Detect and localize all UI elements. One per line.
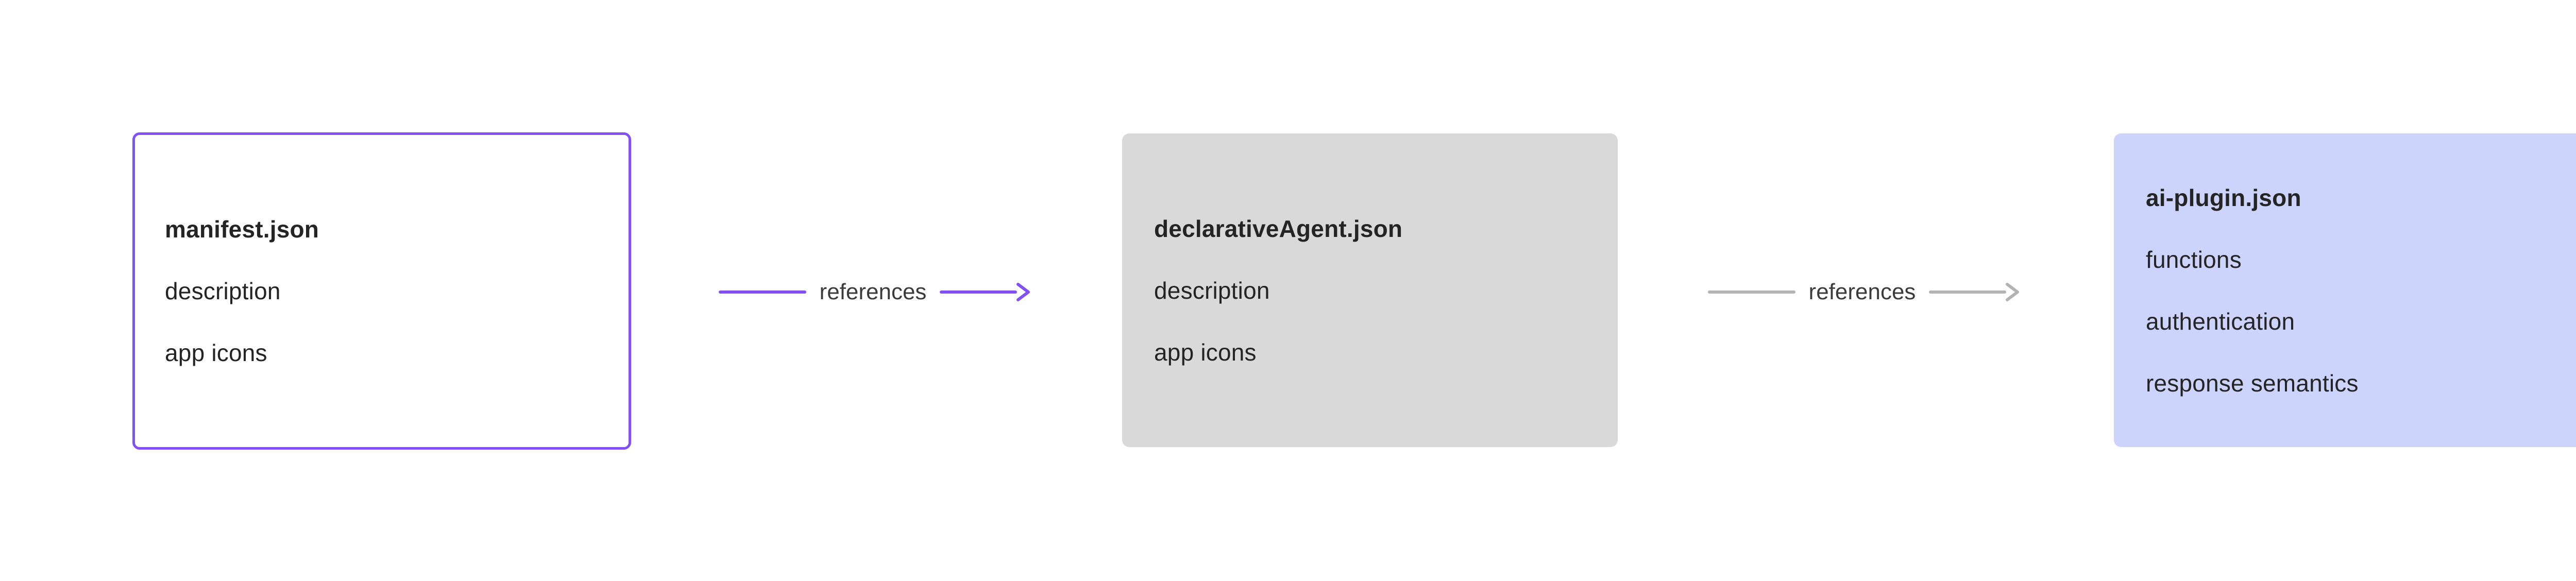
node-text-block: manifest.json description app icons: [165, 198, 319, 384]
edge-line-segment: [718, 290, 806, 294]
node-detail-line: description: [165, 278, 281, 304]
node-detail-line: functions: [2146, 246, 2242, 273]
node-declarative-agent-json[interactable]: declarativeAgent.json description app ic…: [1122, 133, 1618, 447]
node-detail-line: authentication: [2146, 307, 2295, 335]
node-title: ai-plugin.json: [2146, 184, 2301, 211]
edge-line-segment: [1707, 290, 1795, 294]
node-ai-plugin-json[interactable]: ai-plugin.json functions authentication …: [2114, 133, 2576, 447]
node-title: declarativeAgent.json: [1154, 215, 1403, 242]
node-text-block: declarativeAgent.json description app ic…: [1154, 198, 1402, 383]
edge-declarative-agent-to-ai-plugin: references: [1618, 256, 2114, 328]
node-detail-line: description: [1154, 277, 1270, 304]
node-manifest-json[interactable]: manifest.json description app icons: [132, 132, 631, 450]
edge-line-segment: [1929, 290, 2007, 294]
edge-manifest-to-declarative-agent: references: [631, 256, 1122, 328]
node-text-block: ai-plugin.json functions authentication …: [2146, 167, 2359, 414]
edge-label: references: [1808, 279, 1916, 304]
arrow-right-icon: [1016, 283, 1030, 301]
edge-line-segment: [940, 290, 1018, 294]
node-detail-line: app icons: [165, 339, 267, 366]
node-title: manifest.json: [165, 216, 319, 243]
edge-label: references: [819, 279, 927, 304]
node-detail-line: response semantics: [2146, 369, 2359, 397]
arrow-right-icon: [2006, 283, 2020, 301]
node-detail-line: app icons: [1154, 338, 1257, 366]
